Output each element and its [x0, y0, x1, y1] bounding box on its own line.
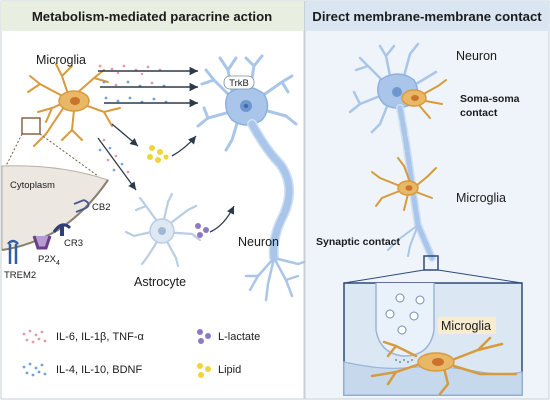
arrow-right-icon	[97, 137, 137, 191]
microglia-cell	[27, 63, 121, 147]
contact-microglia-nucleus	[411, 95, 419, 101]
right-neuron-dendrites	[348, 42, 438, 134]
microglia-label: Microglia	[36, 53, 86, 67]
cell-membrane	[1, 179, 109, 251]
right-neuron-label: Neuron	[456, 49, 497, 63]
legend-anti-inflammatory-swatch	[22, 362, 47, 377]
p2x4-label: P2X4	[38, 254, 60, 267]
left-neuron-nucleolus	[244, 104, 248, 108]
cytoplasm-label: Cytoplasm	[10, 180, 55, 191]
presynaptic-terminal	[375, 283, 435, 357]
legend-pro-inflammatory-label: IL-6, IL-1β, TNF-α	[56, 331, 145, 343]
synapse-zoom-box-icon	[423, 255, 439, 271]
soma-soma-label-line2: contact	[460, 107, 498, 119]
legend-l-lactate-label: L-lactate	[218, 331, 260, 343]
left-neuron-label: Neuron	[238, 235, 279, 249]
legend-pro-inflammatory-swatch	[22, 329, 47, 344]
inset-microglia-label-bg	[438, 317, 496, 334]
inset-connector-right	[437, 269, 523, 284]
cb2-label: CB2	[92, 202, 110, 213]
inset-microglia-processes	[370, 336, 518, 396]
left-neuron-dendrites	[196, 54, 298, 152]
soma-soma-label-line1: Soma-soma	[460, 93, 520, 105]
right-neuron-terminals	[387, 224, 419, 257]
trem2-label: TREM2	[4, 270, 36, 281]
right-microglia-label: Microglia	[456, 191, 506, 205]
trkb-label: TrkB	[229, 78, 249, 89]
left-panel-title: Metabolism-mediated paracrine action	[32, 9, 272, 24]
synaptic-vesicles	[385, 293, 425, 335]
cr3-receptor-icon	[52, 223, 72, 236]
cytokine-stream-to-astrocyte	[98, 138, 130, 174]
right-header	[305, 1, 549, 31]
axon-microglia-nucleus	[405, 185, 413, 191]
arrow-right-icon	[111, 123, 139, 147]
astrocyte-label: Astrocyte	[134, 275, 186, 289]
inset-microglia-nucleus	[432, 358, 444, 366]
cr3-label: CR3	[64, 238, 83, 249]
cb2-receptor-icon	[73, 199, 90, 213]
right-panel-title: Direct membrane-membrane contact	[312, 9, 542, 24]
legend-l-lactate-swatch	[197, 329, 211, 344]
zoom-line-left	[5, 133, 23, 167]
legend-lipid-swatch	[197, 363, 211, 378]
arrow-right-icon	[209, 205, 235, 233]
p2x4-receptor-icon	[32, 235, 52, 250]
axon-microglia-processes	[371, 157, 437, 211]
microglia-nucleus	[70, 97, 80, 105]
left-neuron-axon	[247, 119, 295, 263]
inset-connector-left	[343, 269, 425, 284]
trem2-receptor-icon	[7, 239, 19, 264]
arrow-right-icon	[171, 135, 197, 157]
inset-microglia-label: Microglia	[441, 319, 491, 333]
synaptic-contact-label: Synaptic contact	[316, 236, 401, 248]
left-neuron-axon-terminals	[244, 256, 306, 302]
left-header	[1, 1, 304, 31]
l-lactate-molecules	[195, 223, 209, 238]
astrocyte-nucleus	[158, 227, 166, 235]
lipid-droplets	[147, 145, 169, 163]
right-neuron-axon	[396, 104, 436, 262]
released-neurotransmitter	[395, 359, 413, 363]
trkb-receptor-badge	[223, 75, 255, 90]
legend-lipid-label: Lipid	[218, 364, 241, 376]
right-neuron-nucleus	[392, 87, 402, 97]
legend-anti-inflammatory-label: IL-4, IL-10, BDNF	[56, 364, 142, 376]
zoom-box-icon	[21, 117, 41, 135]
